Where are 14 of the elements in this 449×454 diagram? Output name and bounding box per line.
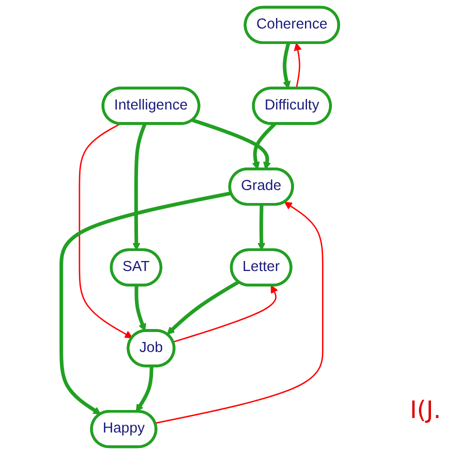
arrow (60, 191, 232, 415)
arrow (136, 366, 154, 412)
arrow (192, 118, 271, 170)
arrow (294, 42, 302, 89)
arrow (257, 204, 266, 251)
arrow (166, 280, 240, 335)
arrow (172, 285, 278, 343)
arrow (134, 286, 146, 332)
arrow (78, 123, 133, 338)
arrow (252, 122, 276, 170)
arrow (155, 202, 324, 424)
arrow (132, 123, 147, 251)
arrow (282, 42, 291, 89)
handwritten-note: I(J. (410, 396, 441, 424)
